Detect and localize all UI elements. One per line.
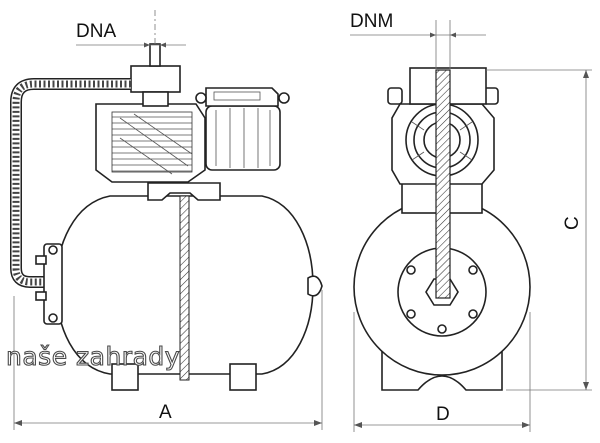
side-outlet-stub [149, 43, 161, 67]
side-tank-right-fitting [307, 275, 323, 297]
side-manifold [43, 243, 63, 325]
side-outlet-block [130, 65, 181, 93]
front-hatched-rod [435, 69, 451, 299]
d-dimension: D [353, 312, 531, 432]
label-dnm: DNM [350, 11, 393, 32]
dna-dimension: DNA [76, 21, 186, 48]
dnm-dimension: DNM [350, 11, 486, 38]
label-a: A [159, 402, 172, 423]
c-dimension: C [486, 69, 592, 391]
side-motor [205, 105, 281, 171]
side-outlet-neck [142, 91, 169, 107]
side-threaded-rod [179, 195, 190, 381]
front-view [353, 20, 531, 391]
side-pump-saddle [147, 182, 221, 201]
a-dimension: A [13, 290, 323, 430]
side-terminal-box [205, 87, 279, 107]
side-tank-foot-right [229, 363, 257, 391]
watermark: naše zahrady [6, 342, 180, 371]
label-d: D [436, 404, 450, 425]
label-dna: DNA [76, 21, 116, 42]
side-view [10, 10, 323, 391]
label-c: C [562, 216, 583, 230]
side-tank-foot-left [111, 363, 139, 391]
